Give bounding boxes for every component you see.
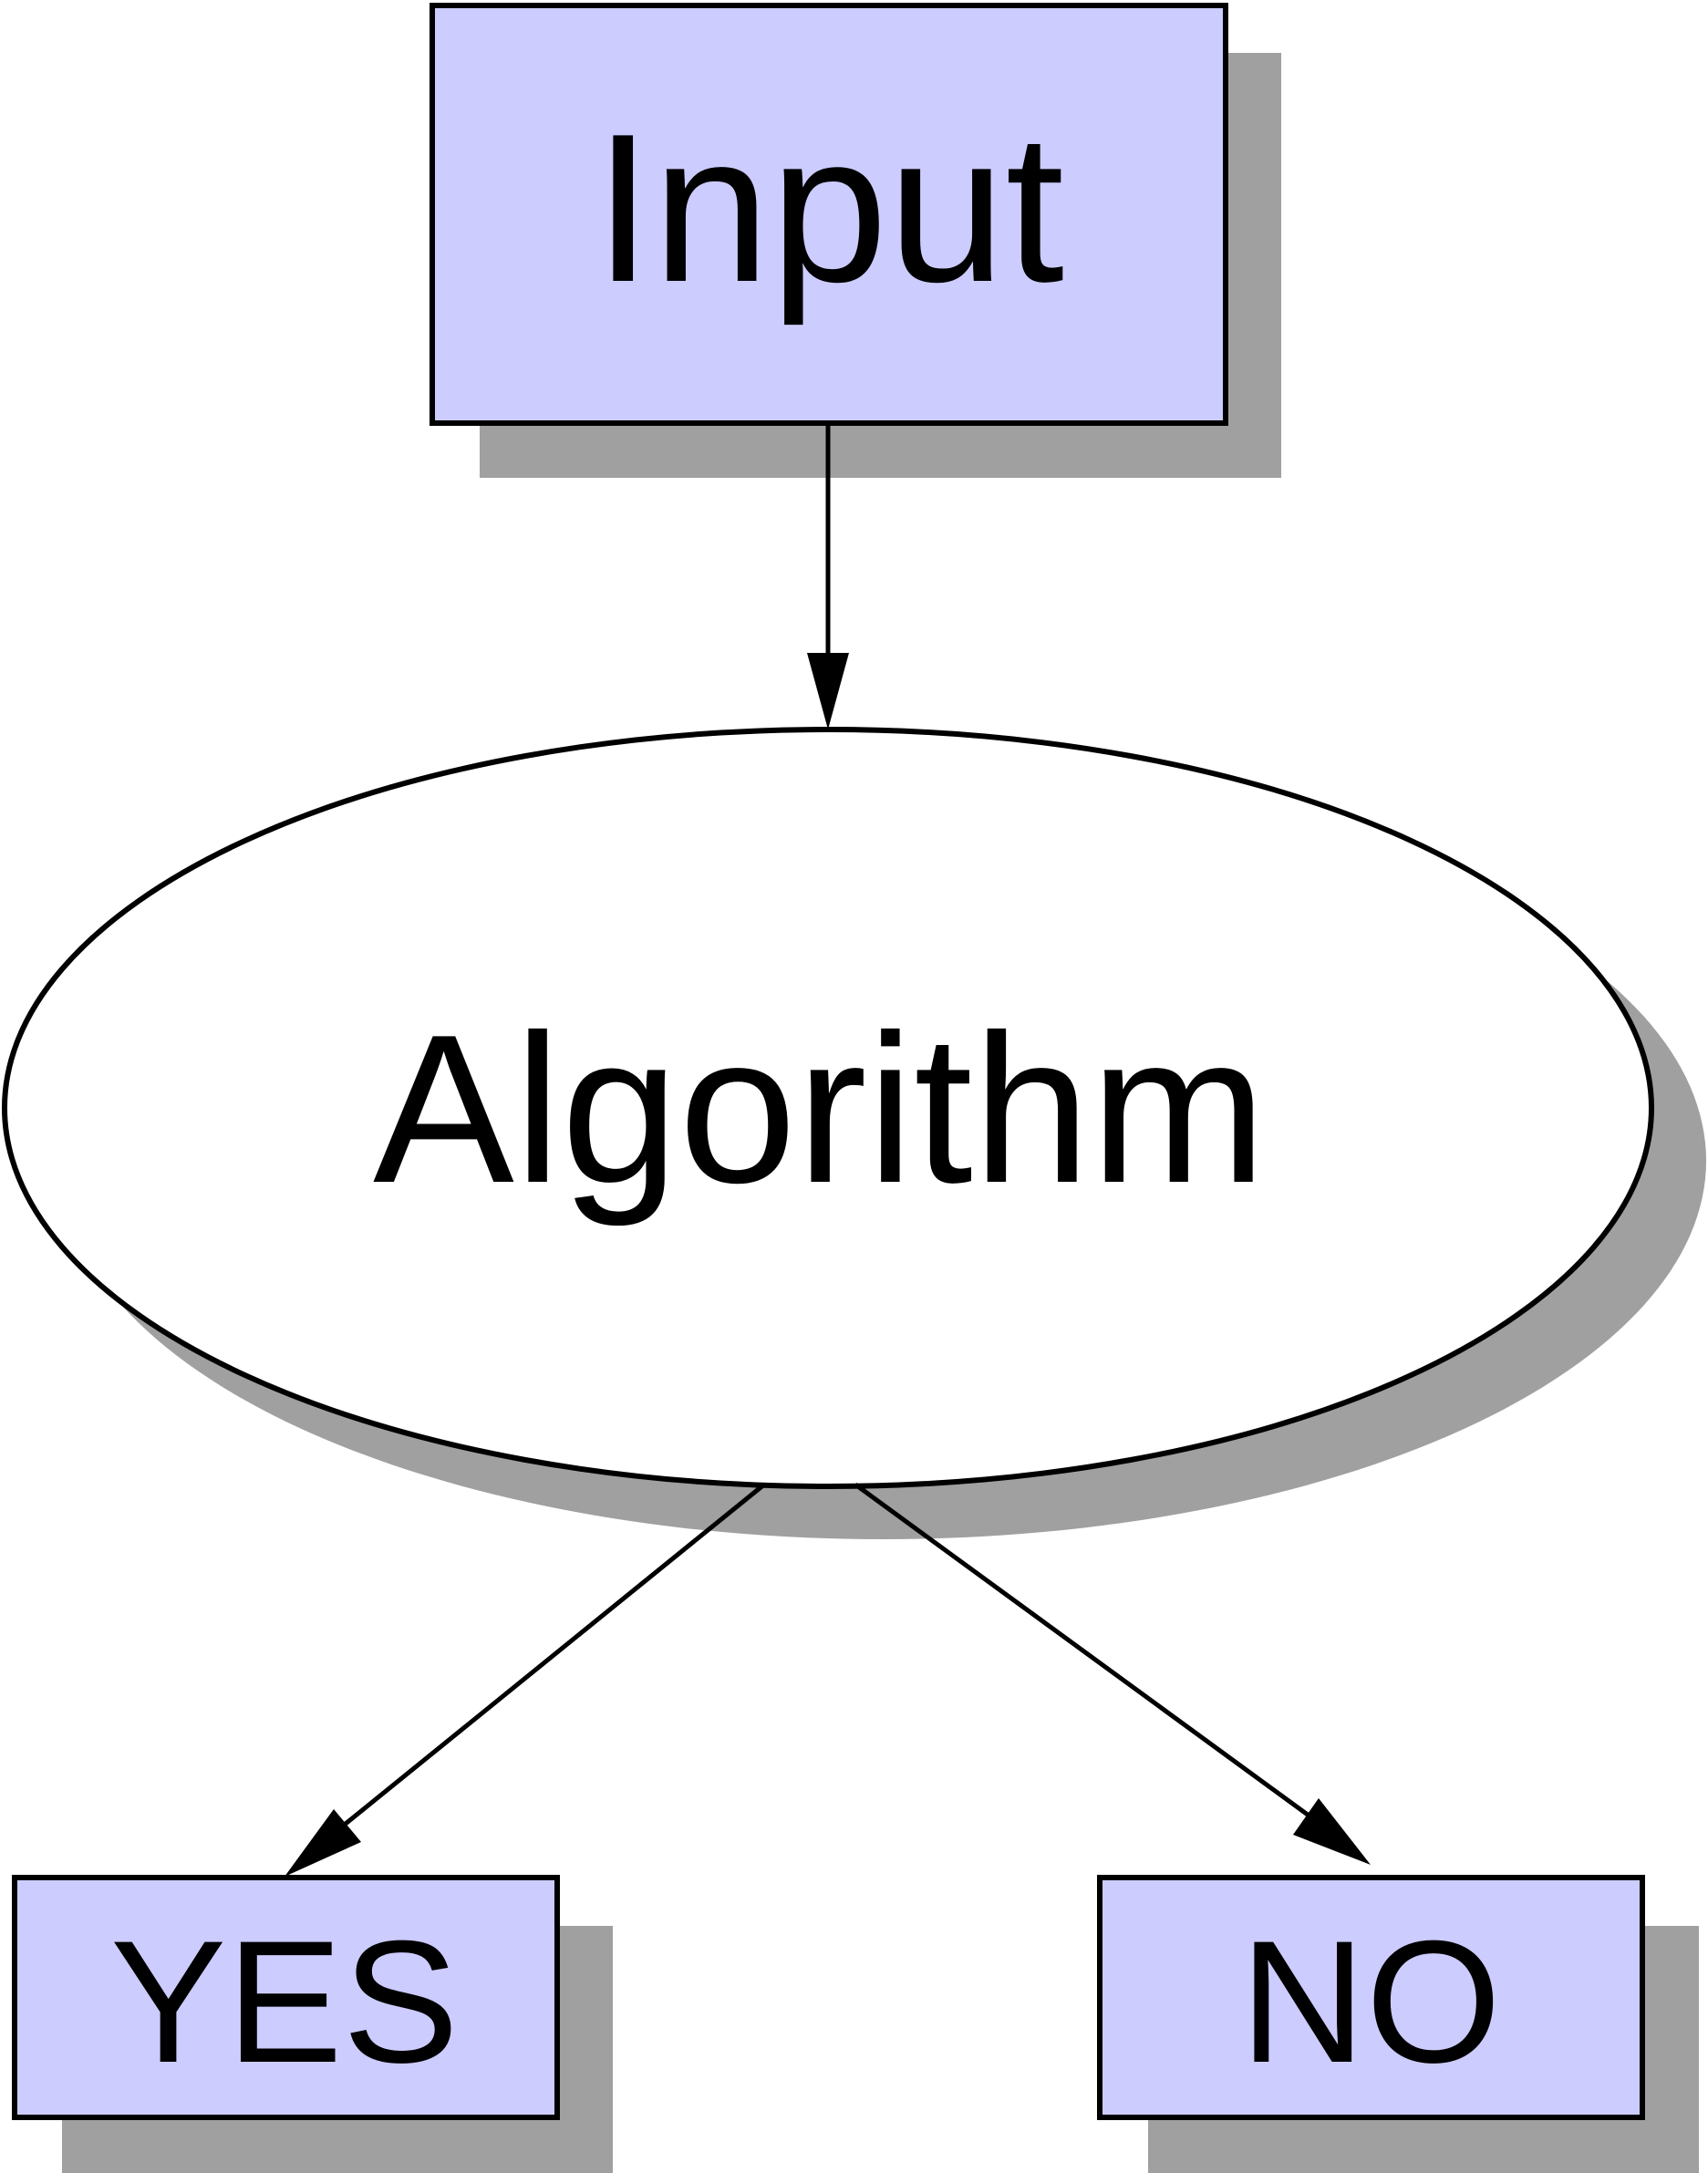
arrow-algorithm-to-yes: [285, 1483, 766, 1877]
arrow-input-to-algorithm: [807, 423, 849, 730]
input-box: [430, 3, 1228, 426]
input-label: Input: [594, 90, 1064, 326]
no-box: [1097, 1875, 1645, 2120]
no-node: NO: [1097, 1875, 1645, 2120]
arrowhead-no: [1293, 1798, 1371, 1865]
yes-node: YES: [12, 1875, 560, 2120]
yes-label: YES: [110, 1905, 459, 2099]
no-label: NO: [1240, 1905, 1502, 2099]
algorithm-label: Algorithm: [373, 991, 1267, 1227]
algorithm-ellipse: [2, 727, 1654, 1489]
arrow-algorithm-to-no: [854, 1482, 1371, 1865]
arrowhead-down: [807, 653, 849, 730]
yes-box: [12, 1875, 560, 2120]
arrowhead-yes: [285, 1809, 361, 1877]
algorithm-node: Algorithm: [2, 727, 1654, 1489]
input-node: Input: [430, 3, 1228, 426]
